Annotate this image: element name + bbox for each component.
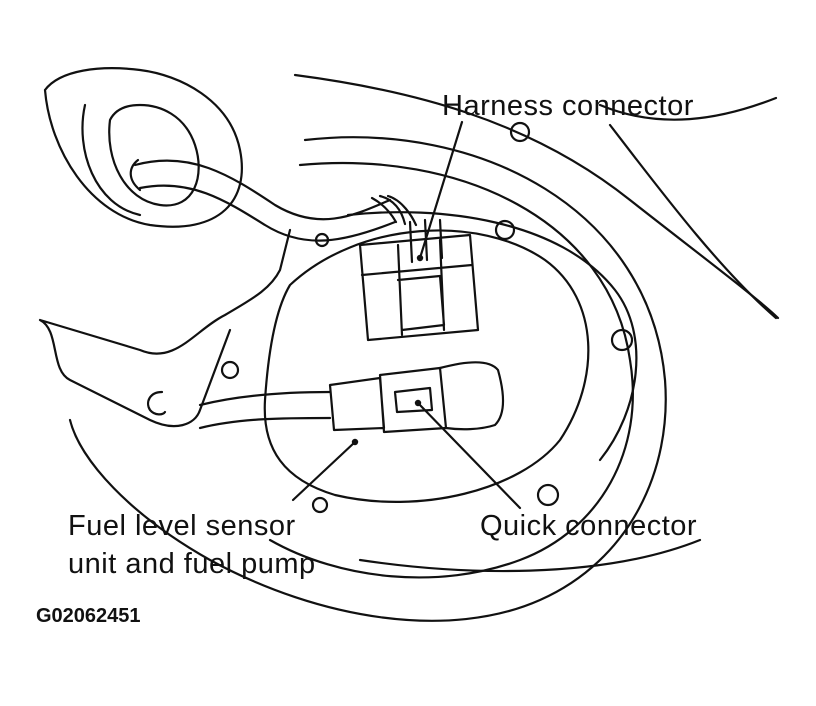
screw-3	[610, 328, 634, 352]
grommet-rim	[81, 103, 142, 217]
inner-ring	[263, 229, 590, 503]
grommet-outer	[43, 67, 243, 228]
tank-outline	[293, 73, 780, 320]
fuel-level-leader-dot-guide	[358, 538, 702, 573]
harness-connector-face	[360, 238, 474, 337]
quick-connector-detail	[393, 386, 434, 414]
tank-top-edge	[598, 96, 778, 121]
harness-wire-end	[370, 194, 418, 227]
quick-leader	[416, 401, 522, 510]
screw-7	[311, 496, 329, 514]
harness-connector-label: Harness connector	[442, 90, 694, 122]
mounting-bracket	[38, 228, 292, 428]
screw-5	[220, 360, 240, 380]
outer-ring	[68, 136, 667, 622]
screw-1	[509, 121, 531, 143]
screw-6	[314, 232, 330, 248]
harness-connector-body	[358, 233, 480, 342]
screw-4	[536, 483, 560, 507]
quick-connector-label: Quick connector	[480, 510, 698, 542]
fuel-line-bottom	[198, 416, 332, 430]
screw-2	[494, 219, 516, 241]
harness-wire-bottom	[138, 184, 397, 242]
tank-right-edge	[608, 123, 778, 320]
figure-code: G02062451	[36, 605, 141, 627]
harness-wire-top	[133, 159, 392, 221]
quick-connector-body	[328, 366, 448, 434]
grommet-wire-end	[129, 158, 142, 192]
pump-plate-ring	[346, 211, 638, 462]
fuel-level-label-line1: Fuel level sensor	[68, 510, 296, 542]
fuel-level-label-line2: unit and fuel pump	[68, 548, 316, 580]
fuel-level-leader	[291, 440, 357, 502]
middle-ring	[268, 161, 634, 579]
fuel-line-top	[198, 390, 332, 407]
quick-connector-tip	[438, 361, 504, 431]
bracket-hole	[146, 390, 167, 416]
grommet-inner	[108, 103, 200, 207]
harness-leader	[418, 120, 464, 260]
